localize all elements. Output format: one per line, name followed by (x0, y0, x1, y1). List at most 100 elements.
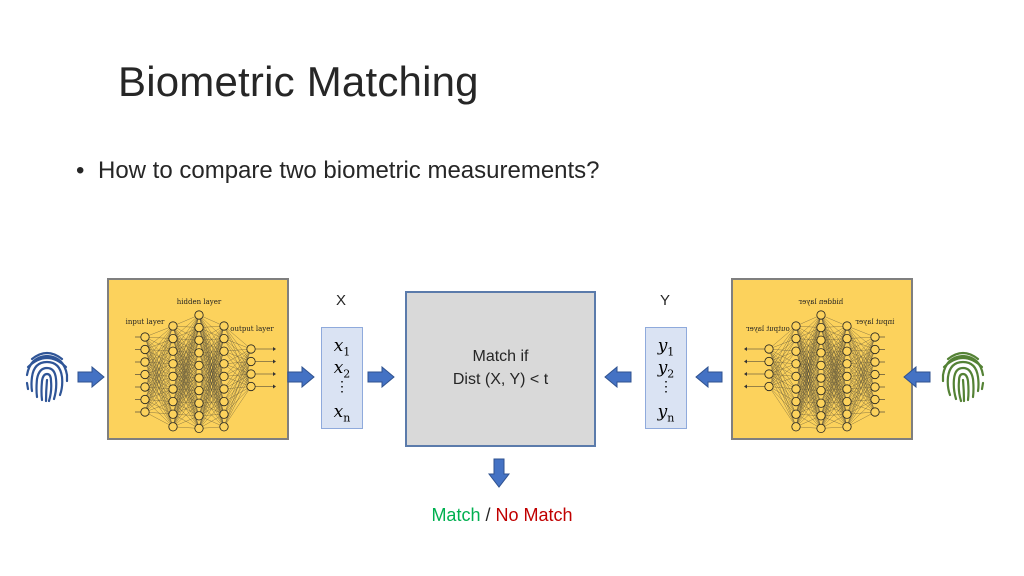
network-edge (198, 325, 225, 341)
network-edge (846, 325, 876, 388)
network-edge (144, 376, 174, 413)
neural-network-diagram: hidden layer input layer output layer (744, 298, 894, 433)
network-edge (820, 314, 848, 364)
network-node (842, 359, 852, 369)
network-node (842, 397, 852, 407)
matcher-box: Match if Dist (X, Y) < t (405, 291, 596, 447)
network-edge (172, 340, 200, 427)
network-edge (795, 401, 822, 429)
network-edge (820, 377, 848, 427)
network-node (842, 422, 852, 432)
network-edge (795, 325, 822, 366)
network-node (140, 394, 150, 405)
network-edge (144, 325, 174, 400)
feature-vector-y: y1 y2 ⋮ yn (645, 327, 687, 429)
network-edge (820, 314, 848, 402)
network-edge (768, 373, 797, 427)
arrow-right-icon (367, 366, 395, 388)
network-edge (846, 411, 876, 415)
network-edge (223, 348, 252, 364)
network-edge (795, 325, 822, 379)
network-node (194, 423, 204, 433)
network-edge (172, 390, 200, 427)
arrow-down-icon (488, 458, 510, 488)
network-edge (768, 386, 797, 427)
network-edge (795, 325, 822, 416)
network-node (816, 310, 826, 320)
network-node (764, 356, 774, 367)
network-edge (223, 348, 252, 377)
bullet-dot: • (76, 157, 85, 184)
network-edge (198, 376, 225, 429)
network-node (246, 344, 256, 354)
network-node (140, 344, 150, 355)
network-edge (846, 325, 876, 350)
network-node (168, 371, 178, 382)
network-edge (172, 314, 200, 377)
network-node (140, 407, 150, 417)
network-edge (223, 338, 252, 350)
arrow-left-icon (695, 366, 723, 388)
network-edge (223, 348, 252, 390)
network-edge (198, 325, 225, 429)
network-node (246, 356, 256, 367)
network-edge (198, 325, 225, 353)
network-node (816, 360, 826, 371)
network-node (870, 407, 880, 417)
no-match-label: No Match (495, 505, 573, 525)
network-node (842, 371, 852, 382)
network-node (842, 333, 852, 344)
bullet-text: How to compare two biometric measurement… (98, 157, 600, 184)
network-edge (795, 325, 822, 429)
network-edge (172, 314, 200, 427)
network-node (194, 322, 204, 333)
network-edge (795, 376, 822, 429)
arrow-left-icon (903, 366, 931, 388)
network-edge (172, 314, 200, 327)
network-edge (846, 351, 876, 413)
network-edge (820, 314, 848, 377)
match-result: Match / No Match (0, 505, 1004, 526)
network-output-arrowhead (744, 347, 747, 351)
network-edge (223, 361, 252, 427)
network-edge (795, 414, 822, 429)
network-edge (172, 415, 200, 427)
network-edge (846, 376, 876, 413)
network-edge (198, 338, 225, 429)
network-output-arrowhead (744, 372, 747, 376)
network-node (791, 371, 801, 382)
network-node (816, 373, 826, 383)
network-edge (144, 325, 174, 350)
slide-title: Biometric Matching (118, 58, 479, 105)
network-node (219, 384, 229, 394)
network-edge (846, 411, 876, 427)
network-edge (846, 363, 876, 413)
network-edge (820, 314, 848, 327)
network-edge (144, 325, 174, 338)
network-node (219, 409, 229, 419)
network-edge (172, 365, 200, 427)
network-edge (795, 325, 822, 341)
network-node (791, 346, 801, 356)
network-node (870, 382, 880, 392)
network-edge (768, 348, 797, 402)
arrow-right-icon (287, 366, 315, 388)
network-edge (144, 325, 174, 375)
network-edge (198, 414, 225, 429)
network-edge (846, 338, 876, 413)
network-node (168, 422, 178, 432)
network-node (870, 394, 880, 405)
network-edge (795, 325, 822, 353)
neural-network-panel-left: hidden layer input layer output layer (107, 278, 289, 440)
network-edge (198, 325, 225, 379)
matcher-condition-line2: Dist (X, Y) < t (452, 371, 549, 388)
network-node (791, 397, 801, 407)
network-node (816, 386, 826, 396)
network-node (219, 346, 229, 356)
network-edge (846, 325, 876, 400)
network-node (816, 423, 826, 433)
network-node (194, 386, 204, 396)
network-edge (223, 386, 252, 427)
network-output-arrowhead (273, 359, 276, 364)
